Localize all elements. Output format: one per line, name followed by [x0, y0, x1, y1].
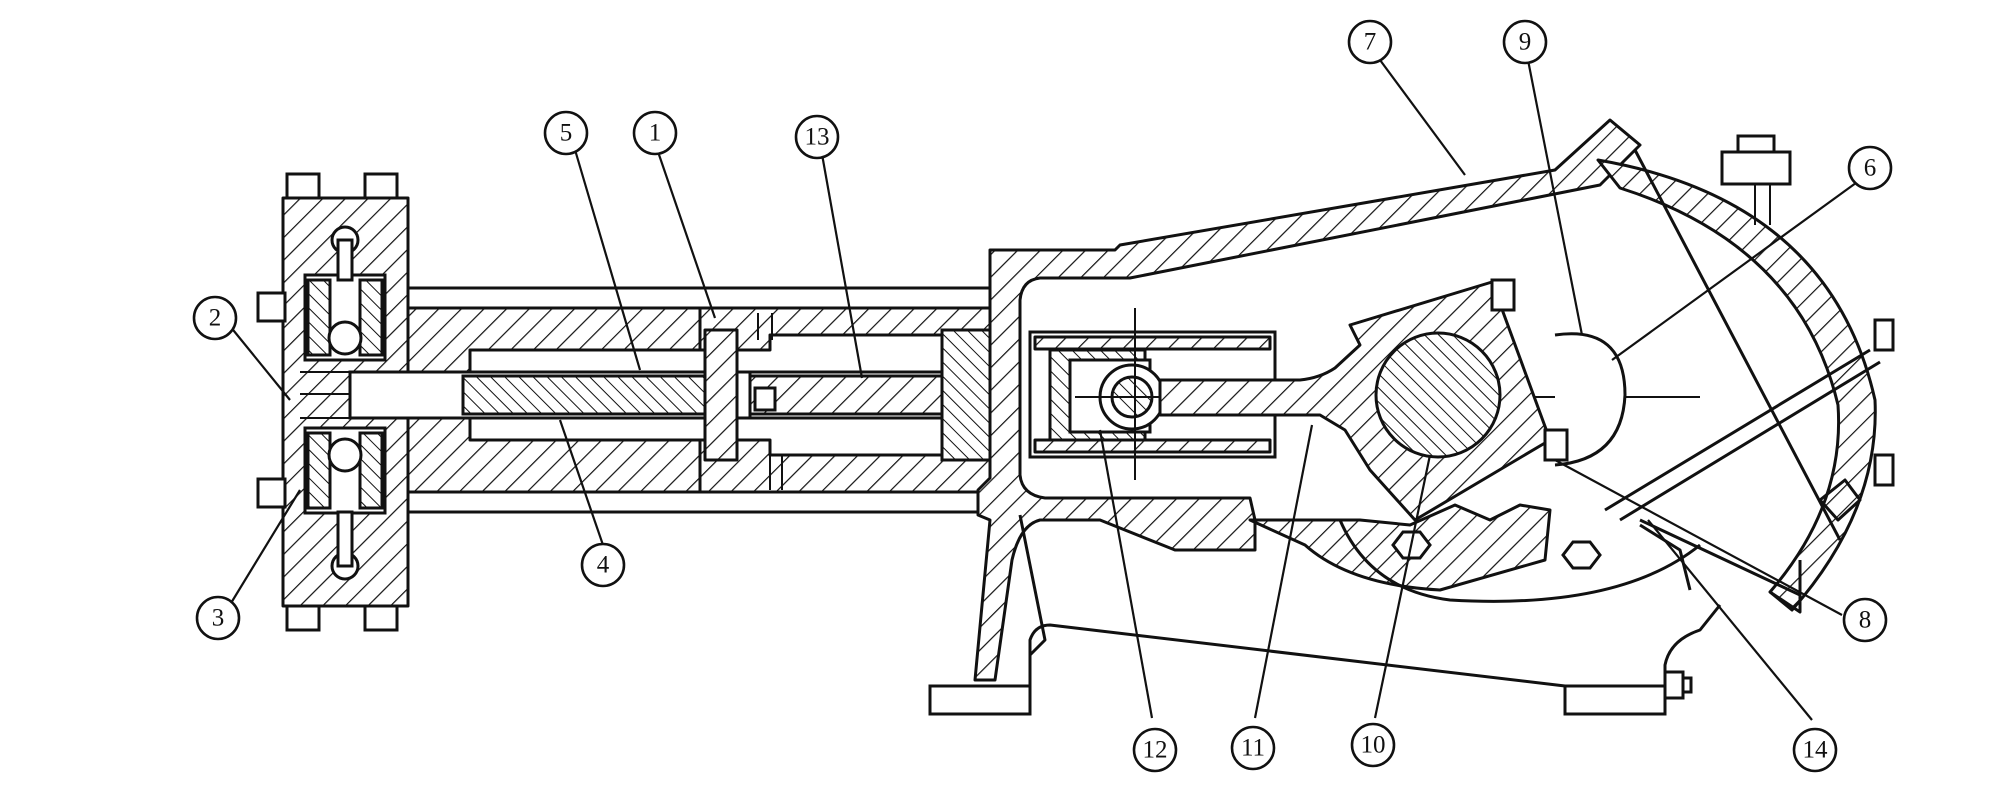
- callout-7: 7: [1347, 19, 1393, 65]
- callout-14: 14: [1792, 727, 1838, 773]
- callout-9: 9: [1502, 19, 1548, 65]
- callout-label: 1: [649, 120, 662, 147]
- left-flange-assembly: [256, 172, 410, 632]
- callout-2: 2: [192, 295, 238, 341]
- callout-label: 4: [597, 552, 610, 579]
- callout-3: 3: [195, 595, 241, 641]
- callout-12: 12: [1132, 727, 1178, 773]
- callout-4: 4: [580, 542, 626, 588]
- callout-13: 13: [794, 114, 840, 160]
- connecting-rod-and-crank: [1158, 278, 1627, 522]
- callout-label: 13: [805, 124, 830, 151]
- callout-label: 10: [1361, 732, 1386, 759]
- callout-1: 1: [632, 110, 678, 156]
- callout-6: 6: [1847, 145, 1893, 191]
- crankcase-housing: [973, 118, 1895, 682]
- pump-base: [928, 604, 1722, 716]
- callout-label: 11: [1241, 735, 1265, 762]
- callout-label: 2: [209, 305, 222, 332]
- callout-label: 3: [212, 605, 225, 632]
- crosshead-assembly: [1028, 308, 1700, 480]
- callout-label: 6: [1864, 155, 1877, 182]
- pump-cylinder-body: [348, 286, 1009, 514]
- callout-5: 5: [543, 110, 589, 156]
- callout-label: 8: [1859, 607, 1872, 634]
- callout-8: 8: [1842, 597, 1888, 643]
- callout-leaders: [224, 59, 1861, 721]
- callout-label: 14: [1803, 737, 1829, 764]
- callout-label: 7: [1364, 29, 1377, 56]
- callout-label: 5: [560, 120, 573, 147]
- callout-11: 11: [1230, 725, 1276, 771]
- callout-label: 12: [1143, 737, 1168, 764]
- callout-label: 9: [1519, 29, 1532, 56]
- callout-10: 10: [1350, 722, 1396, 768]
